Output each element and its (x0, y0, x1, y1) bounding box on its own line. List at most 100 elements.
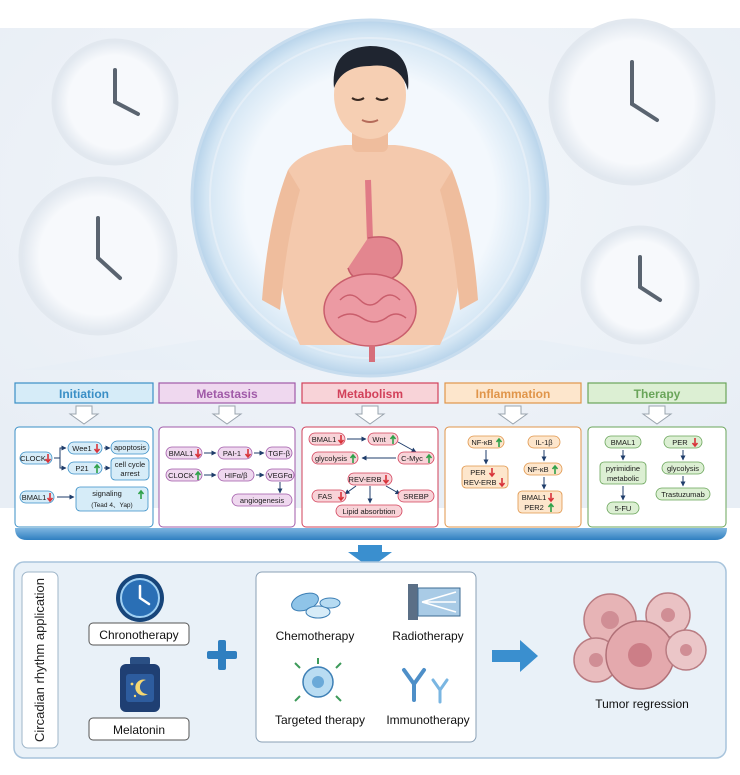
node-pill (527, 435, 561, 449)
flow-arrow (344, 485, 357, 495)
node-pill (217, 446, 253, 460)
stage-tab-initiation: Initiation (14, 382, 154, 425)
node-label: SREBP (403, 492, 428, 501)
treatment-targeted-therapy: Targeted therapy (275, 713, 365, 727)
node-pill (165, 446, 203, 460)
down-arrow-icon (244, 449, 252, 459)
node-label: apoptosis (114, 443, 146, 452)
right-arrow (492, 640, 538, 672)
node-label: REV-ERB (464, 478, 497, 487)
clock-icon (548, 18, 716, 186)
down-arrow-icon (46, 493, 54, 503)
node-pill (661, 461, 705, 475)
node-pill (67, 461, 103, 475)
up-arrow-icon (194, 470, 202, 480)
node-label: C-Myc (401, 454, 423, 463)
melatonin-bottle-icon (120, 657, 160, 712)
plus-icon (207, 640, 237, 670)
melatonin-box (88, 717, 190, 741)
stage-tab-therapy: Therapy (587, 382, 727, 425)
node-pill (19, 490, 55, 504)
down-arrow-icon (488, 468, 496, 478)
stage-title: Inflammation (476, 387, 551, 401)
node-pill (606, 501, 640, 515)
node-pill (523, 462, 563, 476)
down-arrow-icon (382, 475, 390, 485)
node-label: CLOCK (20, 454, 46, 463)
node-pill (367, 432, 399, 446)
node-label: VEGFα (268, 471, 293, 480)
target-cell-icon (294, 658, 342, 702)
pills-icon (291, 592, 341, 619)
down-arrow-icon (93, 444, 101, 454)
node-label: HIFα/β (225, 471, 249, 480)
melatonin-label: Melatonin (113, 723, 165, 737)
node-pill (397, 489, 435, 503)
node-label: IL-1β (535, 438, 553, 447)
node-pill (347, 472, 393, 486)
node-label: 5-FU (615, 504, 632, 513)
side-label-box (21, 571, 59, 749)
down-arrow-icon (194, 449, 202, 459)
node-pill (308, 432, 346, 446)
human-figure-circle (23, 18, 715, 378)
node-label: glycolysis (315, 454, 347, 463)
stage-down-arrow (497, 405, 529, 425)
down-arrow-icon (691, 438, 699, 448)
node-label: signaling (92, 489, 122, 498)
down-arrow-icon (44, 454, 52, 464)
stage-title: Therapy (634, 387, 681, 401)
outcome-label: Tumor regression (595, 697, 689, 711)
therapy-pathway: BMAL1pyrimidinemetabolic5-FUPERglycolysi… (599, 435, 711, 515)
side-label: Circadian rhythm application (32, 578, 47, 742)
down-arrow (348, 545, 392, 568)
chronotherapy-box (88, 622, 190, 646)
node-pill (67, 441, 103, 455)
node-label: PER (470, 468, 486, 477)
up-arrow-icon (551, 464, 559, 474)
node-label: BMAL1 (312, 435, 337, 444)
down-arrow-icon (547, 493, 555, 503)
node-label: REV-ERB (349, 475, 382, 484)
panel-band (15, 528, 727, 540)
stage-down-arrow (211, 405, 243, 425)
up-arrow-icon (93, 463, 101, 473)
up-arrow-icon (137, 489, 145, 499)
node-pill (604, 435, 642, 449)
stage-down-arrow (68, 405, 100, 425)
node-pill (165, 468, 203, 482)
tumor-cells-icon (573, 592, 707, 690)
stage-down-arrow (354, 405, 386, 425)
node-label: (Tead 4、Yap) (91, 502, 132, 509)
stage-title: Initiation (59, 387, 109, 401)
node-pill (311, 451, 359, 465)
stage-tab-metastasis: Metastasis (158, 382, 296, 425)
stage-tab-metabolism: Metabolism (301, 382, 439, 425)
treatment-immunotherapy: Immunotherapy (386, 713, 469, 727)
node-label: BMAL1 (522, 493, 547, 502)
stage-tab-inflammation: Inflammation (444, 382, 582, 425)
stage-title: Metastasis (196, 387, 258, 401)
clock-icon (51, 38, 179, 166)
stage-title: Metabolism (337, 387, 403, 401)
node-pill (467, 435, 505, 449)
treatment-chemotherapy: Chemotherapy (276, 629, 355, 643)
node-label: Lipid absorbtion (343, 507, 396, 516)
node-label: BMAL1 (169, 449, 194, 458)
down-arrow-icon (498, 478, 506, 488)
node-label: metabolic (607, 474, 639, 483)
node-pill (397, 451, 435, 465)
flow-arrow (385, 485, 401, 495)
node-pill (265, 446, 293, 460)
node-label: PAI-1 (223, 449, 241, 458)
node-label: glycolysis (667, 464, 699, 473)
node-label: BMAL1 (22, 493, 47, 502)
down-arrow-icon (337, 435, 345, 445)
node-label: angiogenesis (240, 496, 284, 505)
clock-icon (580, 225, 700, 345)
down-arrow-icon (337, 492, 345, 502)
